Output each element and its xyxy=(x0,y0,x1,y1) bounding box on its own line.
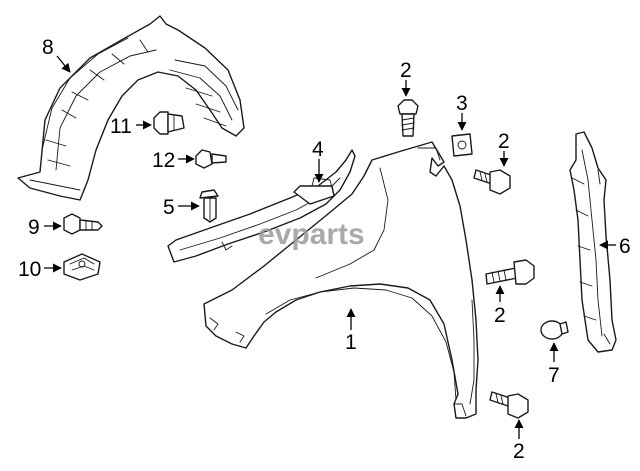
fender-liner xyxy=(17,15,245,201)
callout-2-upper-right: 2 xyxy=(498,130,510,153)
grommet xyxy=(153,111,185,135)
callout-9: 9 xyxy=(28,216,40,239)
push-rivet-5 xyxy=(199,189,219,223)
nut-clip xyxy=(451,133,473,157)
screw-9 xyxy=(63,213,103,235)
fender-bracket xyxy=(167,149,356,263)
bolt-right-middle xyxy=(485,259,535,285)
clip-nut-10 xyxy=(63,253,101,281)
leader-lines xyxy=(44,55,616,439)
callout-2-bottom: 2 xyxy=(513,440,525,463)
callout-1: 1 xyxy=(345,331,357,354)
plug-7 xyxy=(540,320,569,340)
fender-side-seal xyxy=(569,131,617,353)
bolt-right-upper xyxy=(473,169,511,195)
callout-7: 7 xyxy=(548,364,560,387)
callout-6: 6 xyxy=(619,235,631,258)
callout-2-lower-right: 2 xyxy=(494,304,506,327)
callout-2-top: 2 xyxy=(400,59,412,82)
callout-4: 4 xyxy=(312,138,324,161)
push-clip-12 xyxy=(195,149,227,169)
callout-3: 3 xyxy=(456,92,468,115)
bolt-top xyxy=(397,99,419,137)
watermark-logo: evparts xyxy=(258,218,365,251)
callout-10: 10 xyxy=(18,258,41,281)
callout-11: 11 xyxy=(110,115,132,138)
callout-8: 8 xyxy=(42,36,54,59)
callout-labels: 8 2 3 2 4 11 12 5 9 10 6 1 2 7 2 xyxy=(18,36,631,463)
front-fender xyxy=(203,141,479,419)
bolt-bottom xyxy=(489,391,529,419)
callout-12: 12 xyxy=(152,149,175,172)
callout-5: 5 xyxy=(163,196,175,219)
